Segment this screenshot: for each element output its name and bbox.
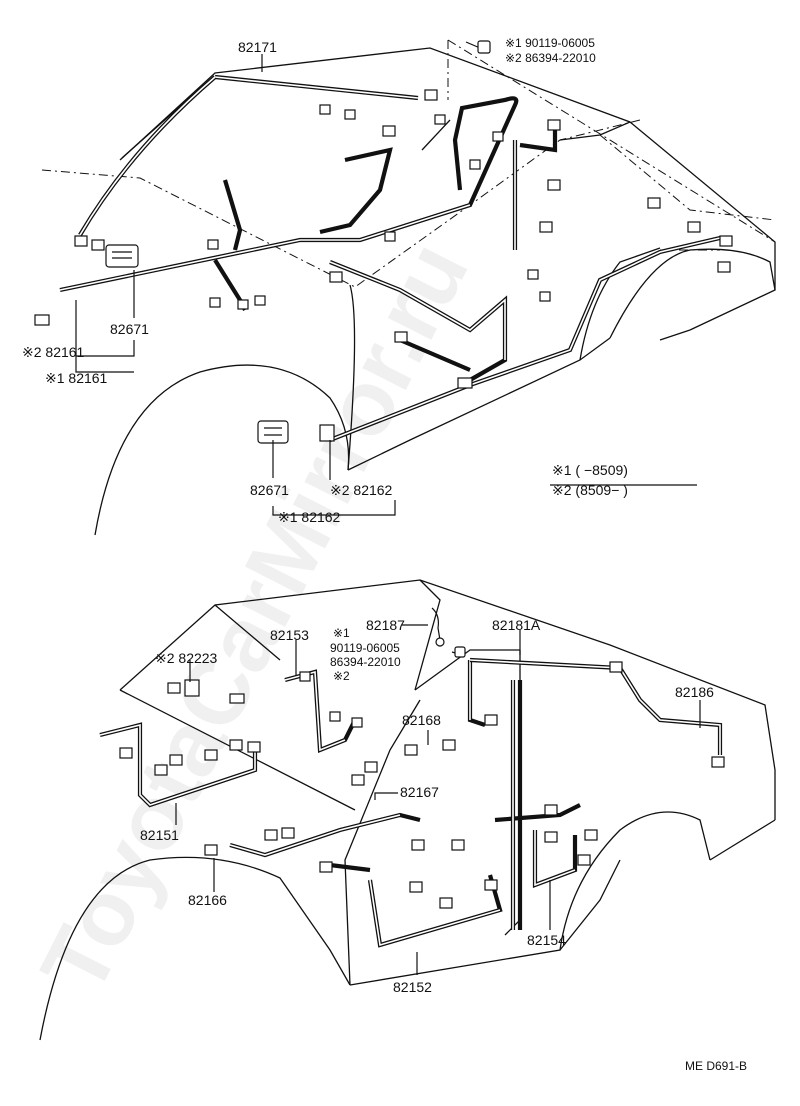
label-82154: 82154 <box>527 932 566 948</box>
bottom-connectors <box>119 661 725 909</box>
top-harness-wires <box>59 74 721 442</box>
bolt-86394: 86394-22010 <box>330 655 401 669</box>
bottom-fastener-icons <box>431 607 466 658</box>
legend-2: ※2 (8509− ) <box>552 482 628 498</box>
label-82151: 82151 <box>140 827 179 843</box>
top-bolt-icon <box>465 40 491 54</box>
note-2: ※2 <box>333 669 350 683</box>
legend-1: ※1 ( −8509) <box>552 462 628 478</box>
footer-code: ME D691-B <box>685 1059 747 1073</box>
top-connectors <box>34 89 733 442</box>
label-82181A: 82181A <box>492 617 541 633</box>
bolt-note-1: ※1 90119-06005 <box>505 36 595 50</box>
label-82152: 82152 <box>393 979 432 995</box>
label-82671-a: 82671 <box>110 321 149 337</box>
label-82171: 82171 <box>238 39 277 55</box>
top-leader-lines <box>75 54 697 516</box>
label-82161-v2: ※2 82161 <box>22 344 85 360</box>
bottom-harness-wires <box>99 657 723 948</box>
label-82153: 82153 <box>270 627 309 643</box>
top-relay-block-lower <box>257 420 289 444</box>
label-82162-v2: ※2 82162 <box>330 482 393 498</box>
label-82187: 82187 <box>366 617 405 633</box>
label-82223: ※2 82223 <box>155 650 218 666</box>
note-1: ※1 <box>333 626 350 640</box>
label-82186: 82186 <box>675 684 714 700</box>
label-82162-v1: ※1 82162 <box>278 509 341 525</box>
label-82161-v1: ※1 82161 <box>45 370 108 386</box>
label-82166: 82166 <box>188 892 227 908</box>
bolt-90119: 90119-06005 <box>330 641 400 655</box>
top-car-outline <box>94 47 776 536</box>
label-82167: 82167 <box>400 784 439 800</box>
label-82168: 82168 <box>402 712 441 728</box>
top-relay-block <box>105 244 139 268</box>
label-82671-b: 82671 <box>250 482 289 498</box>
bolt-note-2: ※2 86394-22010 <box>505 51 596 65</box>
top-car-hidden-lines <box>41 39 776 288</box>
bottom-leader-lines <box>175 624 701 975</box>
